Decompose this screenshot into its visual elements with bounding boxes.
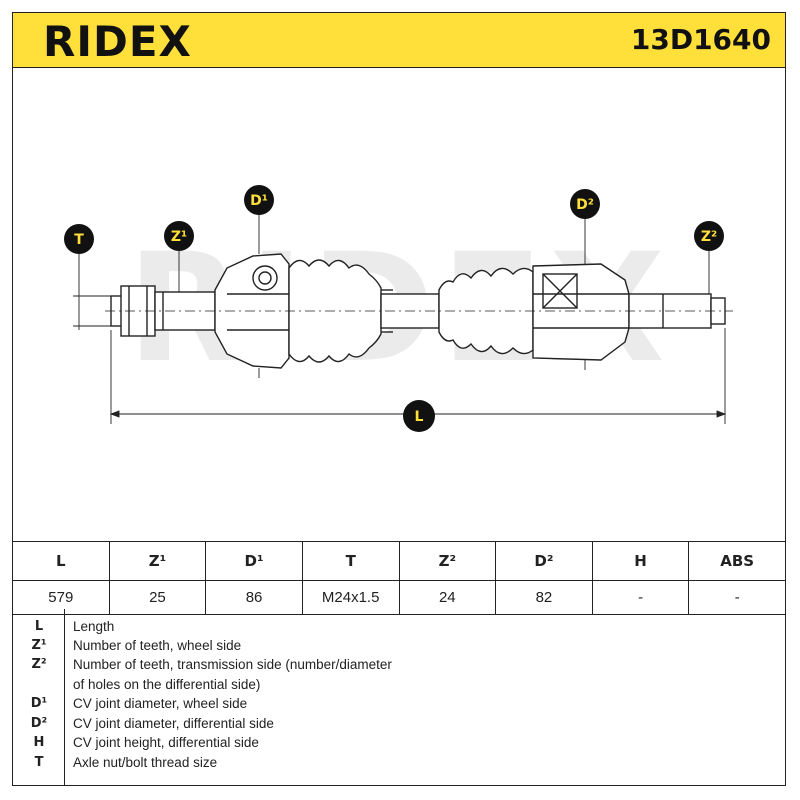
col-header-D1: D¹ xyxy=(205,541,303,581)
legend-text: Number of teeth, transmission side (numb… xyxy=(73,657,392,672)
legend-symbol: H xyxy=(33,735,45,750)
legend-text: Axle nut/bolt thread size xyxy=(73,755,218,770)
col-header-T: T xyxy=(301,541,400,581)
brand-logo: RIDEX xyxy=(43,17,192,66)
legend-symbol: L xyxy=(34,619,44,634)
value-L: 579 xyxy=(12,580,110,615)
specs-table: L Z¹ D¹ T Z² D² H ABS 579 25 86 M24x1.5 … xyxy=(12,541,786,615)
legend-text: CV joint diameter, differential side xyxy=(73,716,274,731)
legend-symbol: T xyxy=(34,755,44,770)
col-header-Z2: Z² xyxy=(398,541,497,581)
value-H: - xyxy=(591,580,690,615)
legend-divider xyxy=(64,609,65,786)
label-D1: D¹ xyxy=(244,185,274,215)
label-Z1: Z¹ xyxy=(164,221,194,251)
legend-symbol: D¹ xyxy=(30,696,48,711)
label-T: T xyxy=(64,224,94,254)
col-header-H: H xyxy=(591,541,690,581)
label-Z2-text: Z² xyxy=(701,229,717,245)
label-D1-text: D¹ xyxy=(250,193,268,209)
label-D2: D² xyxy=(570,189,600,219)
col-header-D2: D² xyxy=(495,541,593,581)
value-ABS: - xyxy=(688,580,786,615)
legend-symbol: Z¹ xyxy=(31,638,47,653)
value-D2: 82 xyxy=(495,580,593,615)
label-L: L xyxy=(403,400,435,432)
legend-symbol: Z² xyxy=(31,657,47,672)
value-Z1: 25 xyxy=(108,580,207,615)
label-Z1-text: Z¹ xyxy=(171,229,187,245)
legend-text: CV joint height, differential side xyxy=(73,735,259,750)
legend-text: CV joint diameter, wheel side xyxy=(73,696,248,711)
legend-text: Length xyxy=(73,619,115,634)
label-Z2: Z² xyxy=(694,221,724,251)
legend: L Length Z¹ Number of teeth, wheel side … xyxy=(12,609,786,786)
label-D2-text: D² xyxy=(576,197,594,213)
label-T-text: T xyxy=(74,232,84,248)
value-Z2: 24 xyxy=(398,580,497,615)
header-bar: RIDEX 13D1640 xyxy=(12,12,786,68)
drive-shaft-diagram: RIDEX xyxy=(64,185,733,432)
legend-symbol: D² xyxy=(30,716,48,731)
specs-header-row: L Z¹ D¹ T Z² D² H ABS xyxy=(12,541,786,581)
part-number: 13D1640 xyxy=(630,23,771,56)
legend-text: Number of teeth, wheel side xyxy=(73,638,242,653)
value-D1: 86 xyxy=(205,580,303,615)
col-header-Z1: Z¹ xyxy=(108,541,207,581)
label-L-text: L xyxy=(415,409,424,425)
value-T: M24x1.5 xyxy=(301,580,400,615)
col-header-ABS: ABS xyxy=(688,541,786,581)
legend-text: of holes on the differential side) xyxy=(73,677,261,692)
specs-value-row: 579 25 86 M24x1.5 24 82 - - xyxy=(12,580,786,615)
col-header-L: L xyxy=(12,541,110,581)
